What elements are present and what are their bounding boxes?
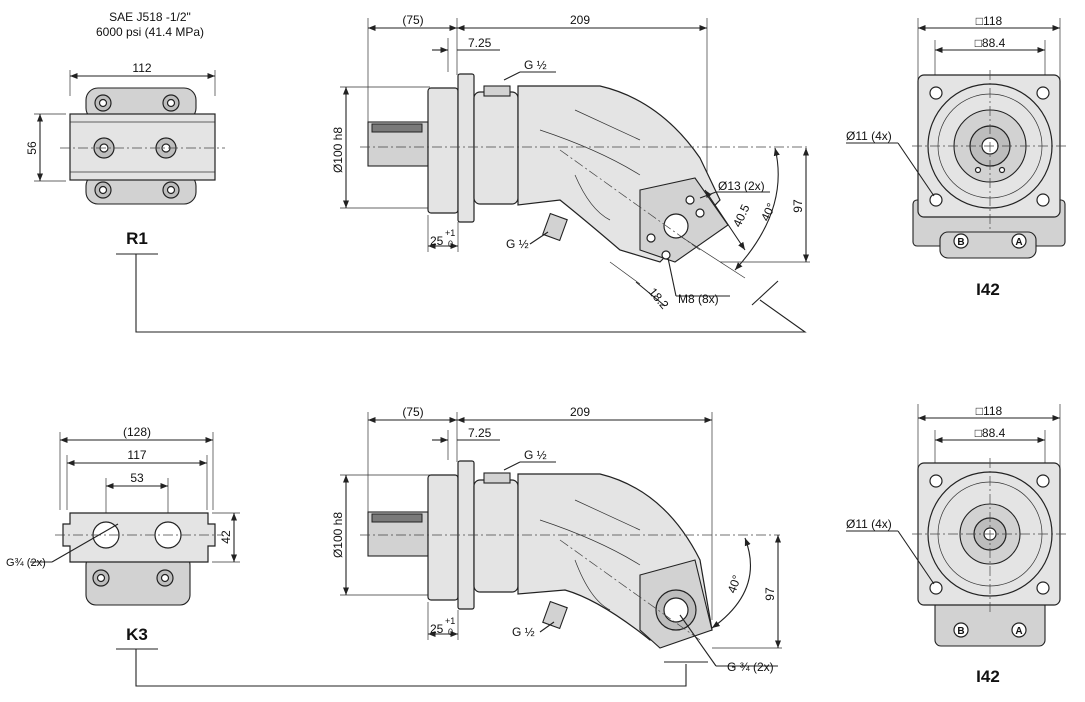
k3-label: K3 bbox=[126, 625, 148, 644]
bottom-i42-mount-view: □118 □88.4 B A Ø11 (4x) bbox=[846, 404, 1068, 647]
bottom-port-lower: G ½ bbox=[512, 625, 535, 639]
bottom-holes-11: Ø11 (4x) bbox=[846, 517, 892, 531]
bottom-port-a: A bbox=[1015, 626, 1022, 637]
bottom-dim-7-25: 7.25 bbox=[468, 426, 492, 440]
top-thread-m8: M8 (8x) bbox=[678, 292, 719, 306]
bottom-outer-square: □118 bbox=[976, 404, 1003, 418]
bottom-diameter: Ø100 h8 bbox=[331, 512, 345, 558]
r1-label: R1 bbox=[126, 229, 148, 248]
top-outer-square: □118 bbox=[976, 14, 1003, 28]
k3-leader bbox=[135, 649, 687, 687]
r1-flange-view: 112 56 bbox=[25, 61, 225, 205]
bottom-dim-209: 209 bbox=[570, 405, 590, 419]
bottom-tol-plus: +1 bbox=[445, 616, 455, 626]
top-dim-7-25: 7.25 bbox=[468, 36, 492, 50]
top-dim-18-2: 18.2 bbox=[646, 285, 672, 312]
r1-width-dim: 112 bbox=[132, 61, 151, 75]
bottom-thread: G ¾ (2x) bbox=[727, 660, 774, 674]
bottom-angle: 40° bbox=[725, 573, 744, 595]
bottom-dim-25: 25 bbox=[430, 622, 444, 636]
r1-height-dim: 56 bbox=[25, 141, 39, 155]
top-inner-square: □88.4 bbox=[975, 36, 1006, 50]
k3-thread: G¾ (2x) bbox=[6, 557, 46, 569]
spec-line-2: 6000 psi (41.4 MPa) bbox=[96, 25, 204, 39]
top-dim-209: 209 bbox=[570, 13, 590, 27]
top-port-b: B bbox=[957, 237, 964, 248]
top-dim-40-5: 40.5 bbox=[730, 202, 753, 229]
bottom-dim-75: (75) bbox=[402, 405, 423, 419]
r1-leader bbox=[135, 254, 807, 333]
top-i42-mount-view: □118 □88.4 B A Ø11 (4x) bbox=[846, 14, 1068, 259]
bottom-tol-zero: 0 bbox=[448, 627, 453, 637]
top-tol-zero: 0 bbox=[448, 239, 453, 249]
spec-line-1: SAE J518 -1/2" bbox=[109, 10, 191, 24]
top-i42-label: I42 bbox=[976, 280, 1000, 299]
top-dim-25: 25 bbox=[430, 234, 444, 248]
top-holes-11: Ø11 (4x) bbox=[846, 129, 892, 143]
k3-dim-128: (128) bbox=[123, 425, 151, 439]
bottom-dim-97: 97 bbox=[763, 587, 777, 601]
top-dim-97: 97 bbox=[791, 199, 805, 213]
top-tol-plus: +1 bbox=[445, 228, 455, 238]
top-side-view: (75) 209 7.25 Ø100 h8 G ½ G ½ bbox=[331, 13, 810, 312]
top-angle: 40° bbox=[758, 201, 778, 224]
top-port-upper: G ½ bbox=[524, 58, 547, 72]
bottom-port-b: B bbox=[957, 626, 964, 637]
top-dim-75: (75) bbox=[402, 13, 423, 27]
k3-height-dim: 42 bbox=[219, 530, 233, 544]
top-port-lower: G ½ bbox=[506, 237, 529, 251]
bottom-inner-square: □88.4 bbox=[975, 426, 1006, 440]
top-hole-13: Ø13 (2x) bbox=[718, 179, 765, 193]
bottom-i42-label: I42 bbox=[976, 667, 1000, 686]
bottom-side-view: (75) 209 7.25 Ø100 h8 G ½ G ½ 25 +1 bbox=[331, 405, 782, 674]
k3-dim-53: 53 bbox=[130, 471, 144, 485]
top-diameter: Ø100 h8 bbox=[331, 127, 345, 173]
bottom-port-upper: G ½ bbox=[524, 448, 547, 462]
top-port-a: A bbox=[1015, 237, 1022, 248]
k3-dim-117: 117 bbox=[127, 448, 146, 462]
k3-flange-view: (128) 117 53 42 G¾ (2x) bbox=[6, 425, 240, 606]
